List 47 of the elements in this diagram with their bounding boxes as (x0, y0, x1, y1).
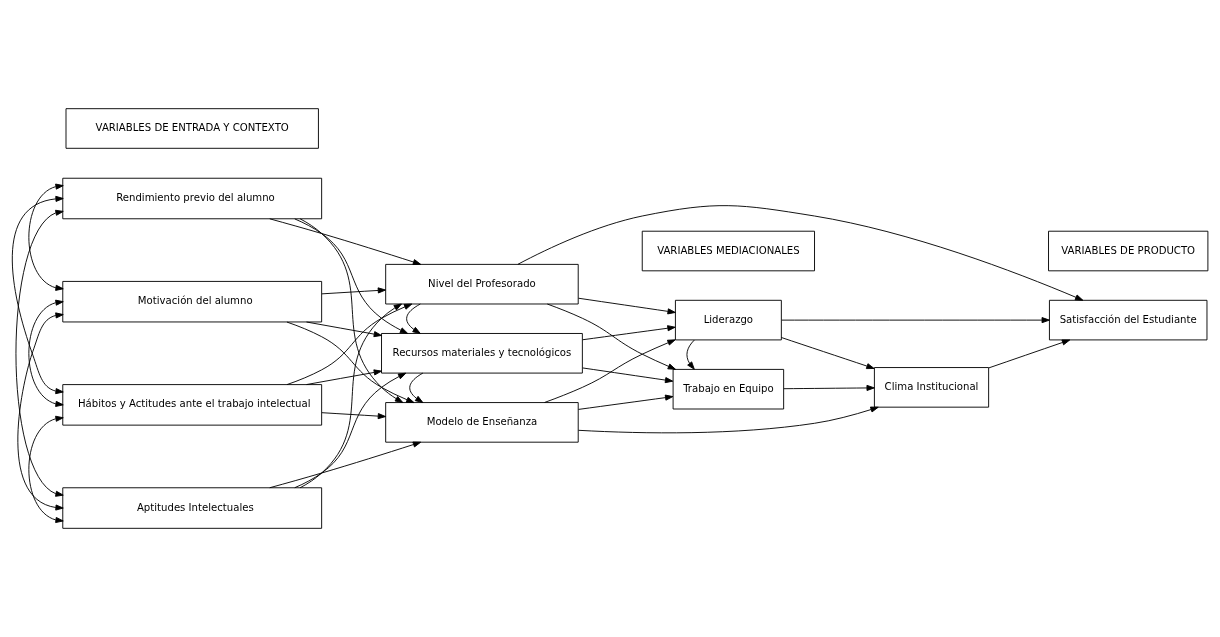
arrow (578, 394, 674, 410)
arrow (409, 372, 424, 403)
node-box: Aptitudes Intelectuales (62, 487, 323, 529)
arrow (781, 317, 1050, 324)
arrow (28, 415, 64, 523)
arrow (544, 339, 676, 403)
arrow (578, 297, 676, 315)
arrow (28, 183, 64, 291)
node-box: Hábitos y Actitudes ante el trabajo intelectual (62, 384, 323, 426)
arrow (582, 367, 674, 384)
node-box: Recursos materiales y tecnológicos (381, 333, 583, 374)
node-box: Motivación del alumno (62, 280, 323, 323)
arrow (286, 303, 413, 386)
arrow (306, 369, 382, 385)
arrow (406, 303, 421, 334)
arrow (321, 412, 387, 420)
arrow (578, 406, 879, 434)
arrow (582, 325, 676, 341)
arrow (299, 303, 402, 489)
arrow (686, 339, 695, 370)
arrow (294, 218, 409, 334)
arrow (28, 299, 64, 407)
arrow (517, 205, 1084, 301)
node-box: Liderazgo (674, 299, 782, 341)
arrow (546, 303, 676, 370)
node-box: Trabajo en Equipo (672, 368, 785, 410)
arrow (321, 287, 387, 295)
node-box: VARIABLES DE ENTRADA Y CONTEXTO (65, 108, 319, 149)
node-box: Nivel del Profesorado (385, 263, 579, 305)
arrow (780, 337, 875, 370)
node-box: VARIABLES DE PRODUCTO (1048, 230, 1209, 272)
arrow (269, 441, 422, 489)
node-box: Rendimiento previo del alumno (62, 177, 323, 220)
arrow (783, 384, 875, 391)
node-box: Modelo de Enseñanza (385, 402, 579, 443)
arrow (15, 209, 64, 497)
node-box: Clima Institucional (873, 367, 990, 408)
arrow (306, 321, 382, 338)
arrow (286, 321, 415, 403)
arrow (988, 339, 1071, 369)
arrow (294, 372, 407, 489)
arrow (11, 195, 64, 395)
node-box: VARIABLES MEDIACIONALES (641, 230, 815, 272)
arrow (299, 218, 404, 403)
arrow (269, 218, 422, 265)
arrow (17, 312, 64, 511)
node-box: Satisfacción del Estudiante (1049, 299, 1208, 341)
